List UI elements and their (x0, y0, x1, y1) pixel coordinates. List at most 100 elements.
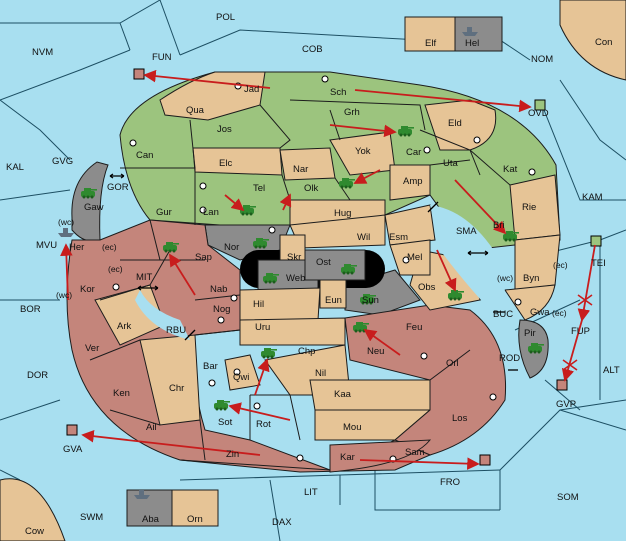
label-her: Her (69, 242, 84, 253)
label-kar: Kar (340, 452, 355, 463)
label-nog: Nog (213, 304, 230, 315)
label-swm: SWM (80, 512, 103, 523)
label-ark: Ark (117, 321, 132, 332)
label-gaw: Gaw (84, 202, 104, 213)
region-esm[interactable] (384, 204, 436, 246)
label-jad: Jad (244, 84, 259, 95)
label-pir: Pir (524, 328, 536, 339)
region-eun[interactable] (319, 279, 347, 309)
label-skr: Skr (287, 252, 301, 263)
label-sam: Sam (405, 447, 425, 458)
region-elf[interactable] (404, 16, 456, 52)
army-unit (214, 400, 230, 411)
label-kat: Kat (503, 164, 518, 175)
region-hel[interactable] (454, 16, 503, 52)
label-qwi: Qwi (233, 372, 249, 383)
label-gvp: GVP (556, 399, 576, 410)
region-gaw[interactable] (71, 161, 109, 242)
region-elc[interactable] (192, 147, 283, 176)
label-elf: Elf (425, 38, 436, 49)
label-hel: Hel (465, 38, 479, 49)
label-fup: FUP (571, 326, 590, 337)
label-coast-ec: (ec) (552, 308, 567, 318)
region-hil[interactable] (239, 287, 321, 321)
supply-centers (112, 75, 536, 463)
label-nar: Nar (293, 164, 308, 175)
label-uta: Uta (443, 158, 459, 169)
label-chr: Chr (169, 383, 184, 394)
label-bor: BOR (20, 304, 41, 315)
region-amp[interactable] (389, 164, 431, 201)
label-rie: Rie (522, 202, 536, 213)
region-mel[interactable] (389, 239, 431, 276)
label-nvm: NVM (32, 47, 53, 58)
label-gva: GVA (63, 444, 83, 455)
region-orn[interactable] (171, 489, 219, 527)
label-coast-ec: (ec) (102, 242, 117, 252)
retreat-markers (66, 68, 602, 466)
label-eun: Eun (325, 295, 342, 306)
label-ail: Ail (146, 422, 157, 433)
label-buc: BUC (493, 309, 513, 320)
label-can: Can (136, 150, 153, 161)
label-coast-ec: (ec) (553, 260, 568, 270)
label-lit: LIT (304, 487, 318, 498)
label-ost: Ost (316, 257, 331, 268)
region-kaa[interactable] (309, 379, 431, 411)
label-car: Car (406, 147, 421, 158)
label-con: Con (595, 37, 612, 48)
region-qwi[interactable] (224, 354, 261, 391)
region-aba[interactable] (126, 489, 173, 527)
label-gvg: GVG (52, 156, 73, 167)
label-lan: Lan (203, 207, 219, 218)
label-sap: Sap (195, 252, 212, 263)
label-nab: Nab (210, 284, 227, 295)
label-chp: Chp (298, 346, 315, 357)
water-sma (430, 205, 505, 320)
label-fro: FRO (440, 477, 460, 488)
label-fun: FUN (152, 52, 172, 63)
region-con[interactable] (559, 0, 626, 81)
water-mit (135, 290, 190, 340)
label-cow: Cow (25, 526, 44, 537)
region-labels: POL COB NVM FUN NOM Con Elf Hel KAL GVG … (6, 12, 620, 537)
label-tel: Tel (253, 183, 265, 194)
label-bar: Bar (203, 361, 218, 372)
coast-links (109, 173, 518, 371)
label-tei: TEI (591, 258, 606, 269)
label-grh: Grh (344, 107, 360, 118)
label-ovd: OVD (528, 108, 549, 119)
label-sch: Sch (330, 87, 346, 98)
army-unit (261, 348, 277, 359)
label-orn: Orn (187, 514, 203, 525)
label-kal: KAL (6, 162, 24, 173)
label-obs: Obs (418, 282, 436, 293)
label-los: Los (452, 413, 468, 424)
label-hil: Hil (253, 299, 264, 310)
label-nom: NOM (531, 54, 553, 65)
label-cob: COB (302, 44, 323, 55)
label-qua: Qua (186, 105, 205, 116)
label-nil: Nil (315, 368, 326, 379)
label-mvu: MVU (36, 240, 57, 251)
order-arrows (60, 69, 596, 470)
label-feu: Feu (406, 322, 422, 333)
label-byn: Byn (523, 273, 539, 284)
label-pol: POL (216, 12, 235, 23)
label-rbu: RBU (166, 325, 186, 336)
label-som: SOM (557, 492, 579, 503)
label-elc: Elc (219, 158, 232, 169)
label-mit: MIT (136, 272, 153, 283)
label-coast-wc: (wc) (497, 273, 513, 283)
label-aba: Aba (142, 514, 160, 525)
label-gur: Gur (156, 207, 172, 218)
label-eld: Eld (448, 118, 462, 129)
label-gor: GOR (107, 182, 129, 193)
label-rod: ROD (499, 353, 520, 364)
label-ken: Ken (113, 388, 130, 399)
label-wil: Wil (357, 232, 370, 243)
label-mou: Mou (343, 422, 361, 433)
label-uru: Uru (255, 322, 270, 333)
label-kaa: Kaa (334, 389, 352, 400)
